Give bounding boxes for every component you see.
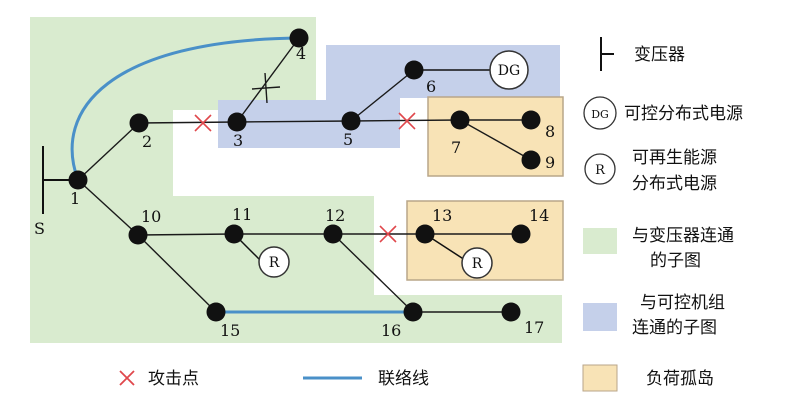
bus-node-label-4: 4 <box>296 44 306 63</box>
legend-dg-icon-text: DG <box>591 108 609 121</box>
load-island-region-upper <box>427 96 564 177</box>
branch-1-10 <box>77 179 139 236</box>
dg-unit-label: DG <box>498 63 520 79</box>
source-label: S <box>34 219 45 238</box>
legend-blue-swatch <box>583 303 617 331</box>
branch-2-3 <box>138 121 238 124</box>
bus-node-13 <box>415 224 435 244</box>
attack-point-5-7 <box>398 112 416 130</box>
bus-node-label-11: 11 <box>232 205 252 224</box>
bus-node-17 <box>501 302 521 322</box>
bus-node-label-10: 10 <box>141 207 161 226</box>
tie-line-1-4 <box>70 36 300 181</box>
attack-point-2-3 <box>194 114 212 132</box>
legend-orange-label: 负荷孤岛 <box>646 369 714 389</box>
bus-node-label-14: 14 <box>529 206 549 225</box>
branch-3-5 <box>236 120 352 123</box>
renewable-unit-11-label: R <box>269 255 280 271</box>
attack-point-12-13 <box>379 225 397 243</box>
transformer-connected-region <box>30 17 562 343</box>
legend-green-swatch <box>583 228 617 254</box>
bus-node-label-12: 12 <box>325 206 345 225</box>
nodes-layer <box>68 28 541 322</box>
bus-node-label-1: 1 <box>70 189 80 208</box>
bus-node-7 <box>450 110 470 130</box>
bus-node-9 <box>521 150 541 170</box>
legend-dg-label: 可控分布式电源 <box>624 104 743 124</box>
bus-node-label-6: 6 <box>426 77 436 96</box>
bus-node-label-16: 16 <box>381 321 401 340</box>
bus-node-16 <box>403 302 423 322</box>
branch-3-4 <box>236 37 300 123</box>
branch-1-2 <box>77 122 140 181</box>
bus-node-11 <box>224 224 244 244</box>
renewable-unit-13-label: R <box>472 256 483 272</box>
bus-node-label-15: 15 <box>220 321 240 340</box>
transformer-marker-3-4 <box>251 72 281 104</box>
bus-node-12 <box>323 224 343 244</box>
renewable-unit-11 <box>258 246 290 278</box>
bus-node-label-8: 8 <box>545 122 555 141</box>
legend-blue-label-2: 连通的子图 <box>632 318 717 338</box>
legend-orange-swatch <box>582 364 618 392</box>
branch-12-16 <box>332 233 414 313</box>
branch-10-11 <box>137 233 235 236</box>
bus-node-label-9: 9 <box>545 153 555 172</box>
edges-layer <box>70 36 532 314</box>
bus-node-label-2: 2 <box>142 132 152 151</box>
bus-node-3 <box>227 112 247 132</box>
legend-green-label-2: 的子图 <box>650 251 701 271</box>
bus-node-6 <box>404 60 424 80</box>
bus-node-1 <box>68 170 88 190</box>
legend-renewable-label-1: 可再生能源 <box>632 148 717 168</box>
bus-node-14 <box>511 224 531 244</box>
dg-unit-circle <box>489 50 529 90</box>
branch-7-9 <box>459 119 532 161</box>
bus-node-2 <box>129 113 149 133</box>
bus-node-label-7: 7 <box>451 138 461 157</box>
bus-node-8 <box>521 110 541 130</box>
legend-renewable-label-2: 分布式电源 <box>632 174 717 194</box>
renewable-unit-13 <box>461 247 493 279</box>
legend-transformer-label: 变压器 <box>634 45 685 65</box>
bus-node-10 <box>128 225 148 245</box>
legend-renewable-icon <box>584 153 616 185</box>
branch-10-15 <box>137 234 217 313</box>
bus-node-5 <box>341 111 361 131</box>
legend-attack-label: 攻击点 <box>148 369 199 389</box>
legend: 变压器 DG 可控分布式电源 R 可再生能源 分布式电源 与变压器连通 的子图 … <box>119 37 743 392</box>
legend-blue-label-1: 与可控机组 <box>640 293 725 313</box>
legend-dg-icon <box>583 96 617 130</box>
bus-node-15 <box>206 302 226 322</box>
branch-5-6 <box>350 69 415 122</box>
bus-node-label-3: 3 <box>233 131 243 150</box>
bus-node-label-17: 17 <box>524 318 544 337</box>
bus-node-label-13: 13 <box>432 206 452 225</box>
legend-green-label-1: 与变压器连通 <box>632 226 734 246</box>
bus-node-4 <box>289 28 309 48</box>
legend-renewable-icon-text: R <box>595 163 606 178</box>
legend-tie-label: 联络线 <box>378 369 429 389</box>
legend-attack-icon-b <box>119 370 135 386</box>
bus-node-label-5: 5 <box>343 130 353 149</box>
